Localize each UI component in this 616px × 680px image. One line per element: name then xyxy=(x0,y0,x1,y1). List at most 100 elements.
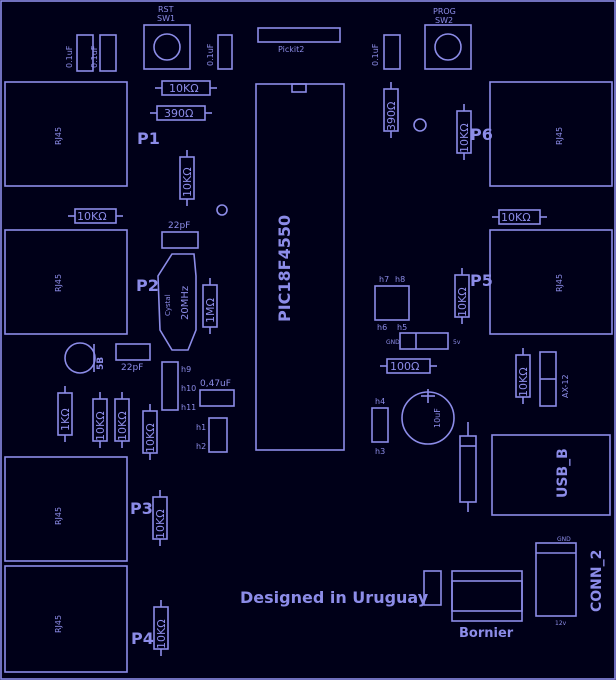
svg-text:390Ω: 390Ω xyxy=(385,102,398,131)
resistor-r9: 10KΩ xyxy=(92,392,108,448)
cap-047-label: 0,47uF xyxy=(200,379,231,389)
h9-label: h9 xyxy=(181,365,191,374)
cap-22pf-2 xyxy=(115,343,151,361)
rst-label: RST xyxy=(158,5,174,14)
header-h5-h8 xyxy=(374,285,410,321)
cap-c3-label: 0.1uF xyxy=(206,43,215,66)
port-p4-label: P4 xyxy=(131,629,154,648)
cap-c2-label: 0.1uF xyxy=(90,45,99,68)
cap-22pf-1-label: 22pF xyxy=(168,221,190,231)
led xyxy=(64,342,96,374)
resistor-r11: 10KΩ xyxy=(142,404,158,460)
port-p6-label: P6 xyxy=(470,125,493,144)
svg-text:100Ω: 100Ω xyxy=(390,360,419,373)
h3-label: h3 xyxy=(375,447,385,456)
resistor-r2: 390Ω xyxy=(150,105,212,121)
resistor-r7: 10KΩ xyxy=(456,104,472,160)
h1-label: h1 xyxy=(196,423,206,432)
h2-label: h2 xyxy=(196,442,206,451)
resistor-r12: 10KΩ xyxy=(515,348,531,404)
sw1-label: SW1 xyxy=(157,14,175,23)
rj45-p1-label: RJ45 xyxy=(54,127,63,145)
header-h9-h11 xyxy=(161,361,179,411)
rst-switch-knob xyxy=(153,33,181,61)
rj45-p5 xyxy=(489,229,613,335)
svg-text:10KΩ: 10KΩ xyxy=(116,411,129,441)
resistor-r1: 10KΩ xyxy=(155,80,217,96)
h11-label: h11 xyxy=(181,403,196,412)
pickit-label: Pickit2 xyxy=(278,45,304,54)
svg-text:10KΩ: 10KΩ xyxy=(94,411,107,441)
svg-text:390Ω: 390Ω xyxy=(164,107,193,120)
port-p1-label: P1 xyxy=(137,129,160,148)
cap-c1 xyxy=(76,34,94,72)
sw2-label: SW2 xyxy=(435,16,453,25)
cap-c3 xyxy=(217,34,233,70)
cap-c4-label: 0.1uF xyxy=(371,43,380,66)
cap-22pf-2-label: 22pF xyxy=(121,363,143,373)
h7-label: h7 xyxy=(379,275,389,284)
resistor-r3: 10KΩ xyxy=(68,208,123,224)
led-label: 5B xyxy=(96,357,106,370)
resistor-r1m: 1MΩ xyxy=(202,278,218,334)
h8-label: h8 xyxy=(395,275,405,284)
h10-label: h10 xyxy=(181,384,196,393)
svg-text:1MΩ: 1MΩ xyxy=(204,298,217,323)
bornier-terminal xyxy=(451,570,523,622)
conn2-label: CONN_2 xyxy=(589,550,605,612)
svg-text:10KΩ: 10KΩ xyxy=(501,211,531,224)
mcu-notch xyxy=(291,83,307,93)
resistor-r13: 10KΩ xyxy=(152,490,168,546)
bornier-label: Bornier xyxy=(459,626,514,641)
svg-text:10KΩ: 10KΩ xyxy=(169,82,199,95)
designed-in-uruguay: Designed in Uruguay xyxy=(240,588,429,607)
port-p5-label: P5 xyxy=(470,271,493,290)
cap-10uf-label: 10uF xyxy=(433,408,442,428)
svg-text:10KΩ: 10KΩ xyxy=(456,287,469,317)
resistor-r100: 100Ω xyxy=(380,358,437,374)
h4-label: h4 xyxy=(375,397,385,406)
conn2 xyxy=(535,542,577,617)
resistor-r5: 10KΩ xyxy=(179,150,195,206)
prog-switch-knob xyxy=(434,33,462,61)
cap-c1-label: 0.1uF xyxy=(65,45,74,68)
jumper-5v-label: 5v xyxy=(453,339,461,346)
svg-text:10KΩ: 10KΩ xyxy=(155,619,168,649)
crystal xyxy=(157,253,197,351)
rj45-p3-label: RJ45 xyxy=(54,507,63,525)
svg-text:10KΩ: 10KΩ xyxy=(517,367,530,397)
rj45-p2 xyxy=(4,229,128,335)
cap-c4 xyxy=(383,34,401,70)
svg-text:10KΩ: 10KΩ xyxy=(77,210,107,223)
header-h3-h4 xyxy=(371,407,389,443)
rj45-p4-label: RJ45 xyxy=(54,615,63,633)
rj45-p3 xyxy=(4,456,128,562)
mcu-label: PIC18F4550 xyxy=(275,215,294,322)
prog-label: PROG xyxy=(433,7,456,16)
resistor-r1k: 1KΩ xyxy=(57,386,73,442)
resistor-r14: 10KΩ xyxy=(153,600,169,656)
resistor-r8: 10KΩ xyxy=(454,268,470,324)
rj45-p1 xyxy=(4,81,128,187)
svg-text:10KΩ: 10KΩ xyxy=(458,123,471,153)
crystal-label: Cystal xyxy=(164,294,172,316)
rj45-p5-label: RJ45 xyxy=(555,274,564,292)
usb-b-connector xyxy=(491,434,611,516)
drill-mark-2 xyxy=(413,118,427,132)
svg-text:1KΩ: 1KΩ xyxy=(59,408,72,431)
jumper-gnd-label: GND xyxy=(386,339,400,346)
conn2-12v-label: 12v xyxy=(555,620,567,627)
rj45-p6 xyxy=(489,81,613,187)
cap-047 xyxy=(199,389,235,407)
svg-text:10KΩ: 10KΩ xyxy=(144,423,157,453)
usb-label: USB_B xyxy=(555,448,571,498)
resistor-r6: 390Ω xyxy=(383,82,399,138)
h6-label: h6 xyxy=(377,323,387,332)
pickit-header xyxy=(257,27,341,43)
cap-c2 xyxy=(99,34,117,72)
conn2-gnd-label: GND xyxy=(557,536,571,543)
resistor-r10: 10KΩ xyxy=(114,392,130,448)
svg-text:10KΩ: 10KΩ xyxy=(154,509,167,539)
